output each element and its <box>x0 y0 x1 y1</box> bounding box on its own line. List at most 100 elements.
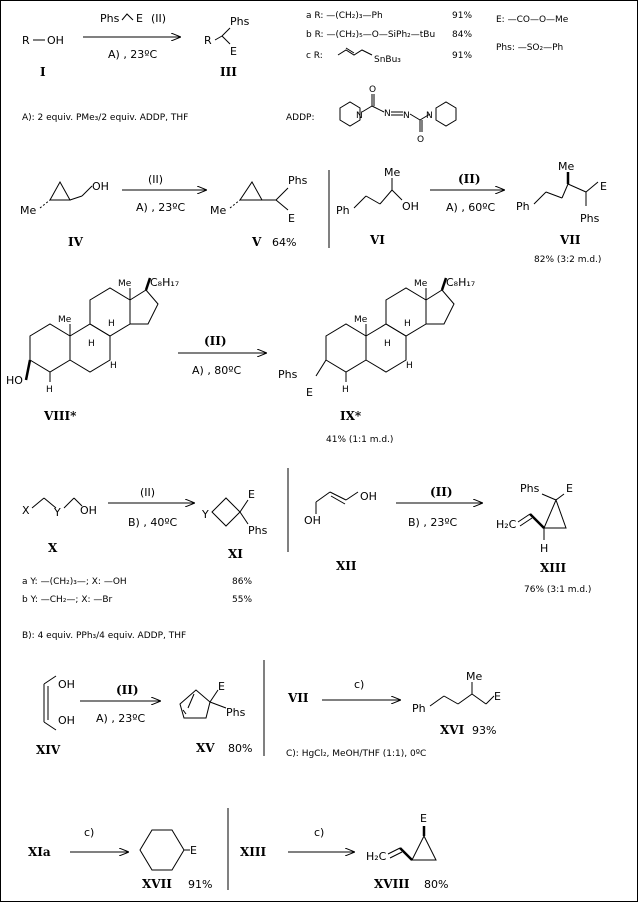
svg-text:c): c) <box>354 678 364 691</box>
svg-text:Phs: Phs <box>580 212 600 225</box>
svg-text:A) , 23ºC: A) , 23ºC <box>96 712 145 725</box>
svg-text:E: E <box>248 488 255 501</box>
svg-text:E: E <box>420 812 427 825</box>
svg-text:Me: Me <box>354 315 368 325</box>
svg-text:Ph: Ph <box>412 702 426 715</box>
svg-text:N: N <box>356 111 363 121</box>
svg-text:Me: Me <box>58 315 72 325</box>
svg-text:(II): (II) <box>148 173 163 186</box>
svg-text:c): c) <box>314 826 324 839</box>
svg-text:OH: OH <box>304 514 321 527</box>
svg-text:Phs: Phs <box>226 706 246 719</box>
svg-text:Phs: Phs <box>288 174 308 187</box>
label-IX: IX* <box>340 409 362 423</box>
svg-text:E: E <box>230 45 237 58</box>
label-XIII: XIII <box>540 561 567 575</box>
reagent-II-text: Phs <box>100 12 120 25</box>
svg-text:OH: OH <box>58 714 75 727</box>
svg-text:H₂C: H₂C <box>496 518 517 531</box>
label-XVI: XVI <box>440 723 465 737</box>
label-IV: IV <box>68 235 84 249</box>
svg-text:H₂C: H₂C <box>366 850 387 863</box>
atom-OH: OH <box>47 34 64 47</box>
R-b-yield: 84% <box>452 30 472 40</box>
svg-text:H: H <box>110 361 117 371</box>
svg-text:Ph: Ph <box>336 204 350 217</box>
yield-XVIII: 80% <box>424 878 448 891</box>
svg-text:Phs: Phs <box>520 482 540 495</box>
svg-text:N: N <box>403 111 410 121</box>
X-b-yield: 55% <box>232 595 252 605</box>
svg-text:OH: OH <box>58 678 75 691</box>
svg-text:E: E <box>566 482 573 495</box>
yield-XIII: 76% (3:1 m.d.) <box>524 585 591 595</box>
svg-text:(II): (II) <box>140 486 155 499</box>
row-3: Me Me C₈H₁₇ H H H H HO VIII* (II) A) , 8… <box>6 276 475 445</box>
reagent-II-num: (II) <box>151 12 166 25</box>
svg-text:(II): (II) <box>430 485 453 499</box>
label-VIII: VIII* <box>43 409 77 423</box>
svg-text:Me: Me <box>210 204 226 217</box>
svg-text:N: N <box>384 109 391 119</box>
svg-text:H: H <box>406 361 413 371</box>
svg-text:Phs: Phs <box>278 368 298 381</box>
yield-VII: 82% (3:2 m.d.) <box>534 255 601 265</box>
svg-text:c): c) <box>84 826 94 839</box>
svg-text:E: E <box>600 180 607 193</box>
svg-text:Me: Me <box>20 204 36 217</box>
label-V: V <box>251 235 262 249</box>
svg-text:E: E <box>288 212 295 225</box>
X-a-yield: 86% <box>232 577 252 587</box>
svg-text:E: E <box>306 386 313 399</box>
steroid-VIII: Me Me C₈H₁₇ H H H H HO <box>6 276 179 395</box>
svg-text:B) , 23ºC: B) , 23ºC <box>408 516 458 529</box>
cond-A-def: A): 2 equiv. PMe₃/2 equiv. ADDP, THF <box>22 113 188 123</box>
svg-text:(II): (II) <box>116 683 139 697</box>
svg-text:XIa: XIa <box>28 845 51 859</box>
R-b: b R: —(CH₂)₅—O—SiPh₂—tBu <box>306 30 435 40</box>
svg-text:Me: Me <box>118 279 132 289</box>
row-5: OH OH XIV (II) A) , 23ºC E Phs XV 80% VI… <box>36 660 501 759</box>
row-1: R OH I Phs E (II) A) , 23ºC R Phs E III … <box>22 11 569 79</box>
R-a-yield: 91% <box>452 11 472 21</box>
def-Phs: Phs: —SO₂—Ph <box>496 43 563 53</box>
svg-text:HO: HO <box>6 374 23 387</box>
svg-text:A) , 80ºC: A) , 80ºC <box>192 364 241 377</box>
svg-text:C₈H₁₇: C₈H₁₇ <box>150 276 179 289</box>
row-2: Me OH IV (II) A) , 23ºC Me Phs E V 64% P… <box>20 160 607 265</box>
svg-text:C₈H₁₇: C₈H₁₇ <box>446 276 475 289</box>
yield-XVI: 93% <box>472 724 496 737</box>
svg-text:OH: OH <box>80 504 97 517</box>
svg-text:H: H <box>108 319 115 329</box>
svg-text:VII: VII <box>287 691 309 705</box>
addp-def: A): 2 equiv. PMe₃/2 equiv. ADDP, THF ADD… <box>22 85 457 145</box>
svg-text:Ph: Ph <box>516 200 530 213</box>
svg-text:Y: Y <box>53 506 61 519</box>
svg-text:XIII: XIII <box>240 845 267 859</box>
label-XI: XI <box>228 547 243 561</box>
svg-text:Phs: Phs <box>248 524 268 537</box>
X-a: a Y: —(CH₂)₃—; X: —OH <box>22 577 127 587</box>
reagent-II-E: E <box>136 12 143 25</box>
addp-label: ADDP: <box>286 113 314 123</box>
svg-text:Me: Me <box>466 670 482 683</box>
label-XII: XII <box>336 559 357 573</box>
R-c: c R: <box>306 51 323 61</box>
label-VI: VI <box>369 233 385 247</box>
yield-IX: 41% (1:1 m.d.) <box>326 435 393 445</box>
steroid-IX: Me Me C₈H₁₇ H H H H Phs E <box>278 276 475 399</box>
label-XV: XV <box>196 741 215 755</box>
svg-text:A) , 60ºC: A) , 60ºC <box>446 201 495 214</box>
yield-V: 64% <box>272 236 296 249</box>
cond-B-def: B): 4 equiv. PPh₃/4 equiv. ADDP, THF <box>22 631 186 641</box>
svg-text:Me: Me <box>384 166 400 179</box>
row-4: X Y OH X (II) B) , 40ºC Y E Phs XI OH OH… <box>22 468 591 605</box>
svg-text:(II): (II) <box>204 334 227 348</box>
label-III: III <box>220 65 237 79</box>
R-c-SnBu3: SnBu₃ <box>374 55 401 65</box>
svg-text:H: H <box>540 542 548 555</box>
svg-text:B) , 40ºC: B) , 40ºC <box>128 516 178 529</box>
svg-text:N: N <box>426 111 433 121</box>
svg-text:O: O <box>417 135 424 145</box>
